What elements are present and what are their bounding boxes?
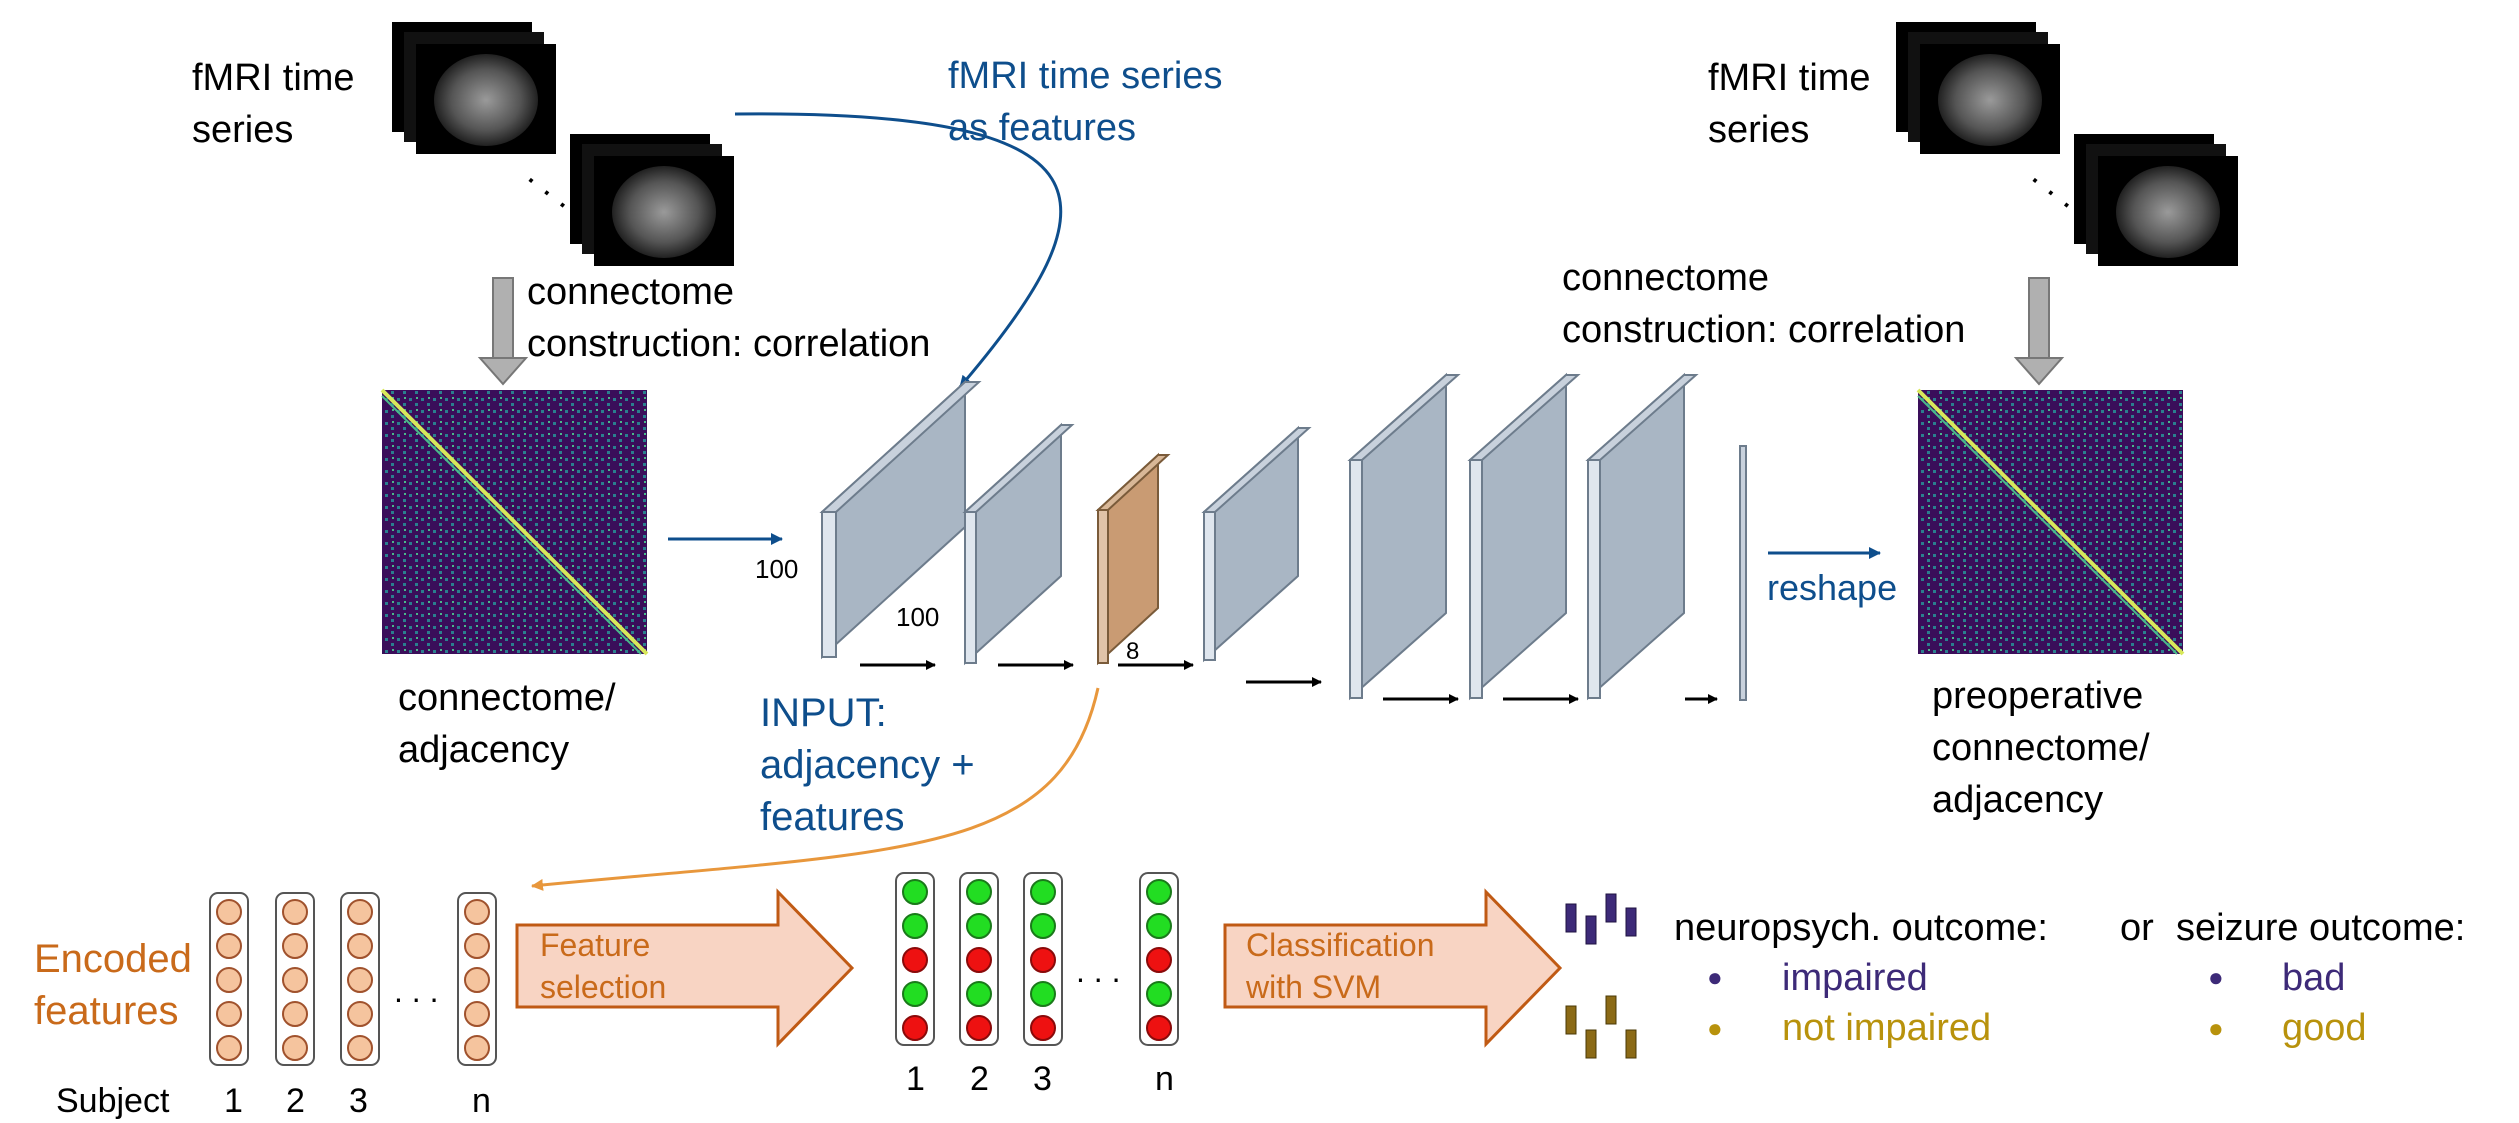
feature-selection-arrow <box>515 888 855 1048</box>
construction-label-left-line1: connectome <box>527 271 734 313</box>
layer-arrows <box>860 660 1718 704</box>
subject-number: 3 <box>349 1082 368 1120</box>
reshape-label: reshape <box>1767 567 1897 608</box>
input-label-line2: adjacency + <box>760 743 975 787</box>
construction-label-right-line1: connectome <box>1562 257 1769 299</box>
classification-label-line2: with SVM <box>1245 969 1381 1005</box>
legend-impaired: impaired <box>1782 957 1928 999</box>
bullet-impaired: ● <box>1707 962 1723 992</box>
adjacency-label-right-line3: adjacency <box>1932 779 2103 821</box>
features-label-line1: fMRI time series <box>948 55 1222 97</box>
construction-label-left-line2: construction: correlation <box>527 323 930 365</box>
encoded-features-arrow <box>531 687 1100 891</box>
brain-image <box>612 166 716 258</box>
decoder-layer-4 <box>1585 372 1699 701</box>
encoder-layer-2 <box>962 422 1075 666</box>
feature-vector <box>457 892 497 1066</box>
encoded-feature-vectors <box>209 892 497 1066</box>
selected-number: 3 <box>1033 1060 1052 1098</box>
subject-number: 2 <box>286 1082 305 1120</box>
bullet-good: ● <box>2208 1013 2224 1043</box>
encoded-layer <box>1095 452 1171 666</box>
selected-vector <box>959 872 999 1046</box>
fmri-label-right-line1: fMRI time <box>1708 57 1871 99</box>
bullet-bad: ● <box>2208 962 2224 992</box>
seizure-outcome-title: seizure outcome: <box>2176 907 2465 949</box>
features-label-line2: as features <box>948 107 1136 149</box>
decoder-layer-2 <box>1347 372 1461 701</box>
fmri-label-left-line1: fMRI time <box>192 57 355 99</box>
selected-feature-vectors <box>895 872 1179 1046</box>
legend-not-impaired: not impaired <box>1782 1007 1991 1049</box>
vector-dots-right: . . . <box>1076 953 1120 989</box>
decoder-layer-1 <box>1201 425 1312 663</box>
subject-number: n <box>472 1082 491 1120</box>
neuro-outcome-title: neuropsych. outcome: <box>1674 907 2048 949</box>
adjacency-matrix-right <box>1916 388 2185 656</box>
down-arrow-left <box>477 277 529 386</box>
feature-vector <box>209 892 249 1066</box>
subject-label: Subject <box>56 1082 170 1120</box>
selected-vector <box>1023 872 1063 1046</box>
bullet-not-impaired: ● <box>1707 1013 1723 1043</box>
legend-good: good <box>2282 1007 2367 1049</box>
feature-selection-label-line1: Feature <box>540 927 650 963</box>
down-arrow-right <box>2013 277 2065 386</box>
selected-vector <box>895 872 935 1046</box>
dim-label-100-b: 100 <box>896 602 939 632</box>
feature-vector <box>340 892 380 1066</box>
output-layer-flat <box>1739 445 1747 701</box>
fmri-stack-right <box>1896 22 2238 266</box>
brain-image <box>2116 166 2220 258</box>
legend-bad: bad <box>2282 957 2345 999</box>
brain-image <box>434 54 538 146</box>
dim-label-8: 8 <box>1126 638 1139 665</box>
adjacency-matrix-left <box>380 388 649 656</box>
adjacency-label-left-line2: adjacency <box>398 729 569 771</box>
input-label-line1: INPUT: <box>760 691 887 735</box>
selected-number: 2 <box>970 1060 989 1098</box>
fmri-stack-left <box>392 22 734 266</box>
encoded-features-label-line2: features <box>34 989 179 1033</box>
adjacency-label-left-line1: connectome/ <box>398 677 616 719</box>
fmri-label-left-line2: series <box>192 109 293 151</box>
feature-vector <box>275 892 315 1066</box>
selected-number: 1 <box>906 1060 925 1098</box>
features-curve-arrow <box>734 112 1063 388</box>
encoded-features-label-line1: Encoded <box>34 937 192 981</box>
classification-label-line1: Classification <box>1246 927 1435 963</box>
class-glyph-impaired <box>1565 893 1637 945</box>
feature-selection-label-line2: selection <box>540 969 666 1005</box>
adjacency-label-right-line1: preoperative <box>1932 675 2143 717</box>
class-glyph-not-impaired <box>1565 995 1637 1059</box>
fmri-label-right-line2: series <box>1708 109 1809 151</box>
or-text: or <box>2120 907 2154 949</box>
classification-arrow <box>1223 888 1563 1048</box>
brain-image <box>1938 54 2042 146</box>
vector-dots-left: . . . <box>394 973 438 1009</box>
input-label-line3: features <box>760 795 905 839</box>
dim-label-100-a: 100 <box>755 554 798 584</box>
subject-number: 1 <box>224 1082 243 1120</box>
selected-vector <box>1139 872 1179 1046</box>
selected-number: n <box>1155 1060 1174 1098</box>
construction-label-right-line2: construction: correlation <box>1562 309 1965 351</box>
adjacency-label-right-line2: connectome/ <box>1932 727 2150 769</box>
decoder-layer-3 <box>1467 372 1581 701</box>
